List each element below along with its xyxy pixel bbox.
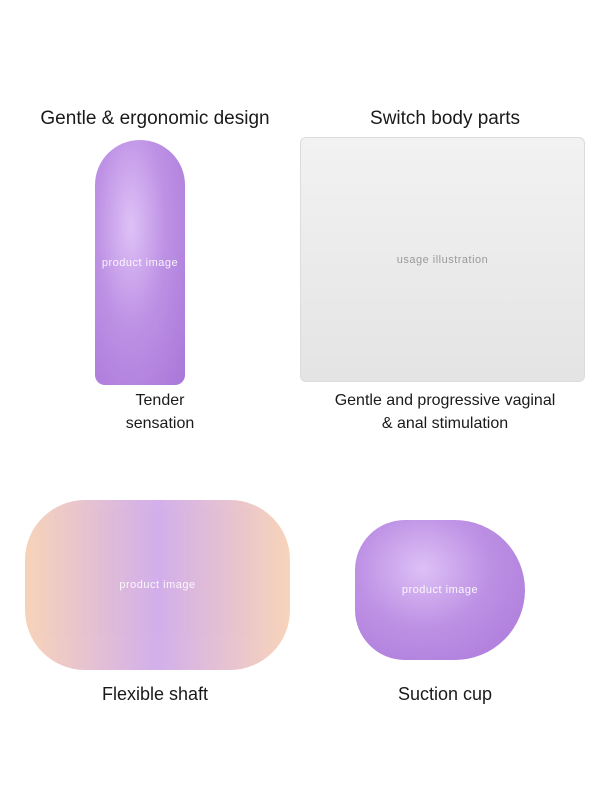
heading-switch-body-parts: Switch body parts [370,108,520,129]
caption-line: sensation [125,415,195,432]
suction-cup-image-placeholder: product image [355,520,525,660]
caption-stimulation: Gentle and progressive vaginal & anal st… [295,389,595,435]
caption-line: Tender [135,392,185,409]
caption-suction-cup: Suction cup [397,684,493,704]
placeholder-label: product image [119,579,196,591]
placeholder-label: product image [101,256,179,269]
caption-flexible-shaft: Flexible shaft [101,684,209,704]
placeholder-label: usage illustration [396,253,489,266]
heading-ergonomic-design: Gentle & ergonomic design [40,108,270,129]
product-image-placeholder: product image [95,140,185,385]
caption-line: & anal stimulation [381,415,509,432]
flexible-shaft-image-placeholder: product image [25,500,290,670]
illustration-placeholder: usage illustration [300,137,585,382]
caption-line: Gentle and progressive vaginal [334,392,556,409]
caption-tender-sensation: Tender sensation [60,389,260,435]
placeholder-label: product image [401,584,479,596]
